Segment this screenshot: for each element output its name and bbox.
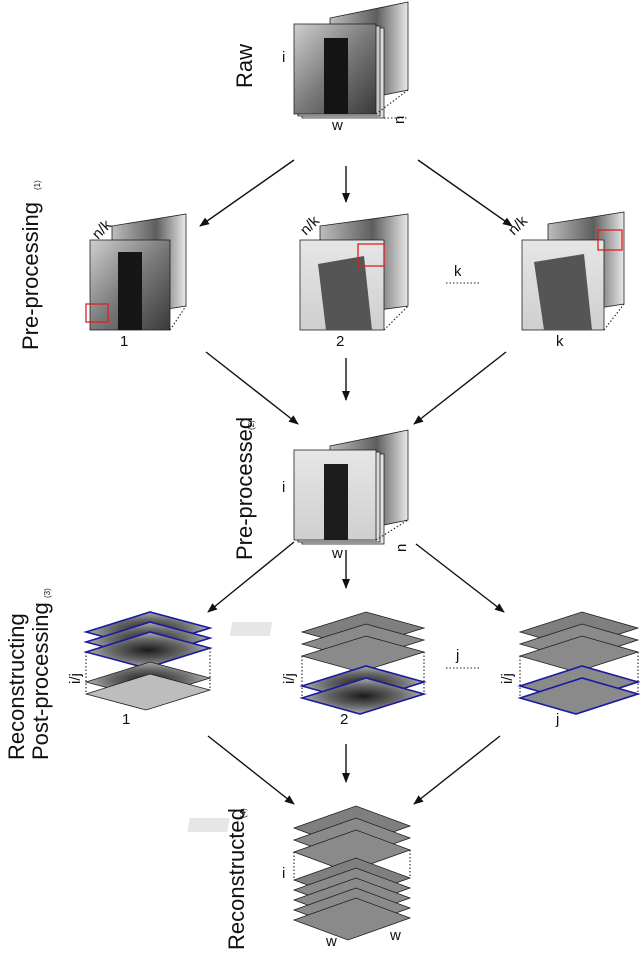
reconstructed-label: Reconstructed [224, 808, 249, 950]
arrow-recon-1-to-reconstructed [207, 735, 295, 805]
axis-i-preprocessed: i [282, 479, 285, 496]
recon-branch-j [517, 611, 640, 715]
preprocessed-step: (2) [247, 420, 256, 430]
arrow-recon-j-to-reconstructed [413, 735, 501, 805]
axis-nk-branch-k: n/k [505, 212, 532, 239]
branch-1-red-subvolume [85, 303, 109, 323]
branch-1-index: 1 [120, 333, 128, 350]
recon-2-blue-slice [299, 677, 427, 715]
branch-2-dark-region [318, 256, 372, 330]
raw-stack [293, 1, 409, 119]
recon-2-index: 2 [340, 711, 348, 728]
axis-ij-recon-j: i/j [499, 673, 516, 684]
reconstructed-bright-region [187, 818, 230, 832]
preprocessing-label: Pre-processing [18, 202, 43, 350]
reconstructing-label-line1: Reconstructing [4, 613, 29, 760]
branch-k-index: k [556, 333, 564, 350]
arrow-preprocessed-to-recon-1 [207, 541, 295, 613]
axis-i-raw: i [282, 49, 285, 66]
recon-1-slice [84, 673, 212, 711]
arrow-branch-k-to-preprocessed [413, 351, 507, 425]
preprocessing-branch-2 [299, 213, 409, 331]
preprocessing-branch-1 [85, 213, 187, 331]
arrow-branch-1-to-preprocessed [205, 351, 299, 425]
branch-2-red-subvolume [357, 243, 385, 267]
recon-1-index: 1 [122, 711, 130, 728]
axis-n-preprocessed: n [393, 544, 410, 552]
branch-k-red-subvolume [597, 229, 623, 251]
axis-w-raw: w [331, 117, 343, 134]
axis-w-preprocessed: w [331, 545, 343, 562]
branch-k-dark-region [534, 254, 592, 330]
branch-dots-label-k: k [454, 263, 462, 280]
reconstructed-slice [292, 897, 412, 941]
reconstructing-label-line2: Post-processing [28, 602, 53, 760]
reconstructed-stack [187, 805, 412, 941]
preprocessing-step: (1) [33, 180, 42, 190]
preprocessing-branch-k [521, 211, 625, 331]
axis-ij-recon-1: i/j [67, 673, 84, 684]
raw-label: Raw [232, 44, 257, 88]
arrow-raw-to-branch-1 [199, 159, 295, 227]
axis-nk-branch-2: n/k [297, 212, 324, 239]
branch-1-pillar [118, 252, 142, 330]
recon-branch-2 [229, 611, 427, 715]
preprocessed-pillar [324, 464, 348, 540]
recon-2-bright-region [229, 622, 273, 636]
arrow-raw-to-branch-k [417, 159, 513, 227]
axis-w-reconstructed-side: w [389, 927, 401, 944]
recon-branch-1 [83, 611, 213, 711]
reconstructed-step: (4) [239, 808, 248, 818]
preprocessed-stack [293, 429, 409, 545]
axis-i-reconstructed: i [282, 865, 285, 882]
branch-2-index: 2 [336, 333, 344, 350]
arrow-preprocessed-to-recon-j [415, 543, 505, 613]
axis-n-raw: n [391, 116, 408, 124]
axis-w-reconstructed-front: w [325, 933, 337, 950]
raw-front-pillar [324, 38, 348, 114]
recon-j-blue-slice [517, 677, 640, 715]
reconstructing-step: (3) [43, 588, 52, 598]
preprocessed-label: Pre-processed [232, 417, 257, 560]
axis-nk-branch-1: n/k [89, 216, 116, 243]
recon-j-index: j [555, 711, 559, 728]
recon-dots-label-j: j [455, 647, 459, 664]
axis-ij-recon-2: i/j [281, 673, 298, 684]
